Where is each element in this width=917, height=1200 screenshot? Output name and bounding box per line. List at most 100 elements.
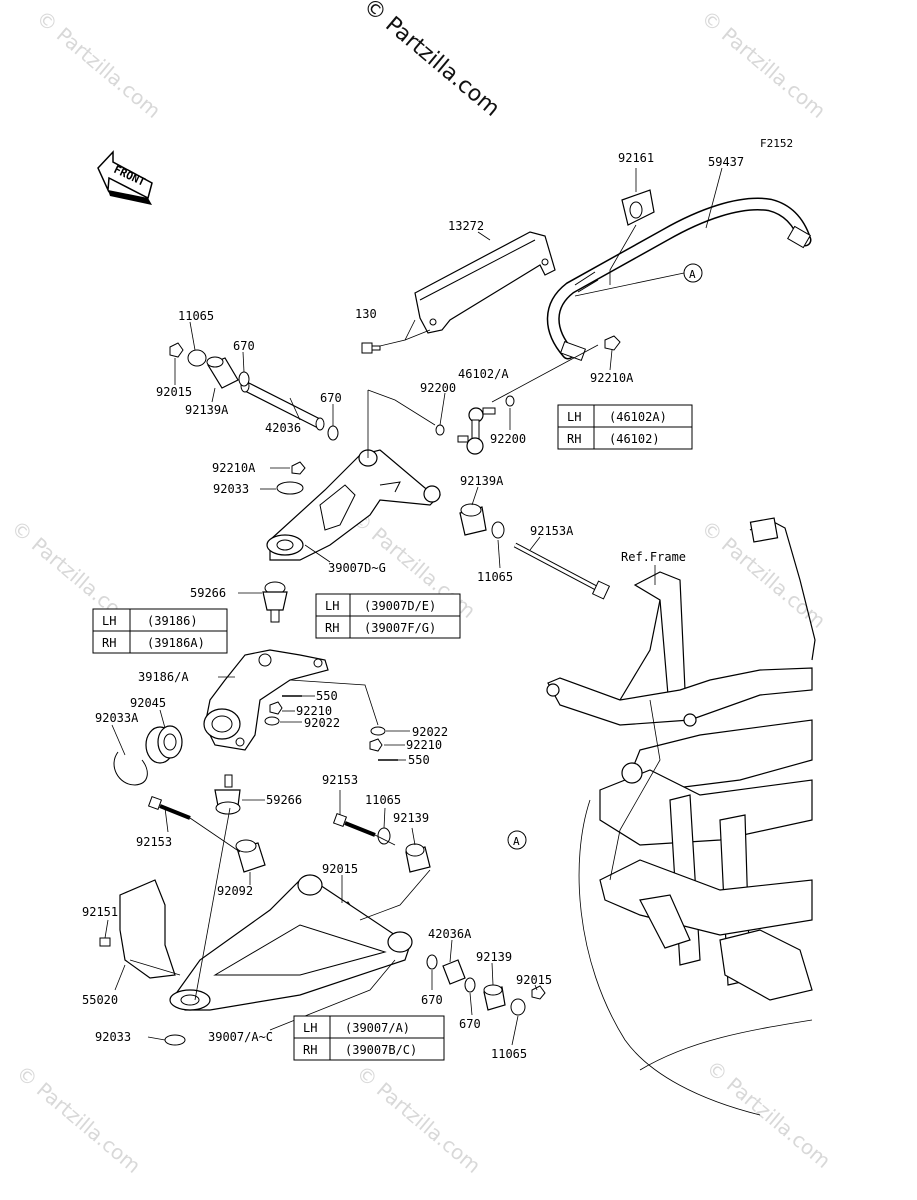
label-13272: 13272	[448, 219, 484, 233]
ball-joint-59266-bottom	[214, 774, 241, 815]
label-92033-top: 92033	[213, 482, 249, 496]
table-39186-rh-value: (39186A)	[147, 636, 205, 650]
callout-a-bottom: A	[507, 830, 527, 850]
label-92015-low: 92015	[516, 973, 552, 987]
o-ring-670-low-a	[426, 954, 438, 970]
stabilizer-link	[457, 407, 496, 455]
table-46102-lh-value: (46102A)	[609, 410, 667, 424]
label-550-a: 550	[316, 689, 338, 703]
label-92092: 92092	[217, 884, 253, 898]
bolt-92153A	[513, 542, 611, 600]
table-39007DG: LH (39007D/E) RH (39007F/G)	[315, 593, 461, 639]
upper-a-arm	[266, 449, 442, 561]
label-670-top: 670	[233, 339, 255, 353]
bearing-92045	[145, 725, 183, 764]
table-46102-rh-value: (46102)	[609, 432, 660, 446]
bushing-92139A-top	[206, 356, 239, 389]
watermark-tile: © Partzilla.com	[12, 1060, 146, 1178]
nut-92015-top	[169, 342, 184, 358]
o-ring-670-top	[238, 371, 250, 387]
label-92210A-right: 92210A	[590, 371, 634, 385]
watermark-tile: © Partzilla.com	[702, 1055, 836, 1173]
label-92139-a: 92139	[393, 811, 429, 825]
label-59437: 59437	[708, 155, 744, 169]
label-42036A: 42036A	[428, 927, 472, 941]
label-130: 130	[355, 307, 377, 321]
washer-11065-bottom	[510, 998, 526, 1016]
label-550-b: 550	[408, 753, 430, 767]
washer-92200-right	[505, 395, 515, 407]
label-59266-top: 59266	[190, 586, 226, 600]
bolt-92153-mid	[332, 812, 376, 837]
bolt-92153-left	[147, 795, 191, 820]
label-92139-b: 92139	[476, 950, 512, 964]
table-39186-lh-value: (39186)	[147, 614, 198, 628]
watermark-main: © Partzilla.com	[358, 0, 504, 122]
bracket-13272	[414, 231, 556, 334]
table-39007DG-lh-value: (39007D/E)	[364, 599, 436, 613]
table-39007DG-rh-value: (39007F/G)	[364, 621, 436, 635]
bushing-92139A-mid	[459, 503, 487, 536]
lower-a-arm	[169, 874, 413, 1011]
label-42036: 42036	[265, 421, 301, 435]
table-39186-rh-key: RH	[102, 636, 116, 650]
bushing-92092	[235, 839, 266, 873]
label-92022-b: 92022	[412, 725, 448, 739]
table-39007DG-lh-key: LH	[325, 599, 339, 613]
bushing-92161	[621, 189, 655, 226]
watermark-tile: © Partzilla.com	[32, 5, 166, 123]
nut-92210-a	[269, 701, 283, 715]
skid-plate-55020	[119, 879, 176, 979]
label-92022-a: 92022	[304, 716, 340, 730]
label-670-mid: 670	[320, 391, 342, 405]
leader-lines	[104, 167, 723, 1046]
label-92151: 92151	[82, 905, 118, 919]
label-92210-b: 92210	[406, 738, 442, 752]
label-92015-top: 92015	[156, 385, 192, 399]
nut-92210-b	[369, 738, 383, 752]
o-ring-670-low-b	[464, 977, 476, 993]
label-92033-bottom: 92033	[95, 1030, 131, 1044]
table-39007AC-lh-value: (39007/A)	[345, 1021, 410, 1035]
ring-92033-bottom	[164, 1034, 186, 1046]
table-39007AC-lh-key: LH	[303, 1021, 317, 1035]
label-92045: 92045	[130, 696, 166, 710]
washer-92022-a	[264, 716, 280, 726]
table-39007AC: LH (39007/A) RH (39007B/C)	[293, 1015, 445, 1061]
callout-a-top-label: A	[689, 268, 696, 281]
label-92210A-left: 92210A	[212, 461, 256, 475]
label-92200-left: 92200	[420, 381, 456, 395]
label-11065-low: 11065	[365, 793, 401, 807]
steering-knuckle	[203, 649, 329, 751]
table-39007DG-rh-key: RH	[325, 621, 339, 635]
label-92139A-mid: 92139A	[460, 474, 504, 488]
label-92153-left: 92153	[136, 835, 172, 849]
circlip-92033A	[113, 751, 148, 786]
bolt-130	[361, 342, 381, 354]
label-92139A-top: 92139A	[185, 403, 229, 417]
table-46102: LH (46102A) RH (46102)	[557, 404, 693, 450]
label-92161: 92161	[618, 151, 654, 165]
label-11065-top: 11065	[178, 309, 214, 323]
stabilizer-bar	[546, 197, 812, 362]
bolt-92151	[99, 937, 111, 947]
table-39007AC-rh-value: (39007B/C)	[345, 1043, 417, 1057]
label-ref-frame: Ref.Frame	[621, 550, 686, 564]
washer-92200-left	[435, 424, 445, 436]
washer-11065-top	[187, 349, 207, 367]
label-92210-a: 92210	[296, 704, 332, 718]
watermark-tile: © Partzilla.com	[697, 5, 831, 123]
nut-92210A-left	[291, 461, 306, 475]
ring-92033-top	[276, 481, 304, 495]
washer-11065-mid	[491, 521, 505, 539]
label-670-low-b: 670	[459, 1017, 481, 1031]
table-39007AC-rh-key: RH	[303, 1043, 317, 1057]
figure-code: F2152	[760, 137, 793, 150]
label-39007DG: 39007D~G	[328, 561, 386, 575]
watermark-tile: © Partzilla.com	[352, 1060, 486, 1178]
table-39186-lh-key: LH	[102, 614, 116, 628]
label-11065-bottom: 11065	[491, 1047, 527, 1061]
collar-42036A	[442, 959, 466, 985]
label-39186A: 39186/A	[138, 670, 189, 684]
